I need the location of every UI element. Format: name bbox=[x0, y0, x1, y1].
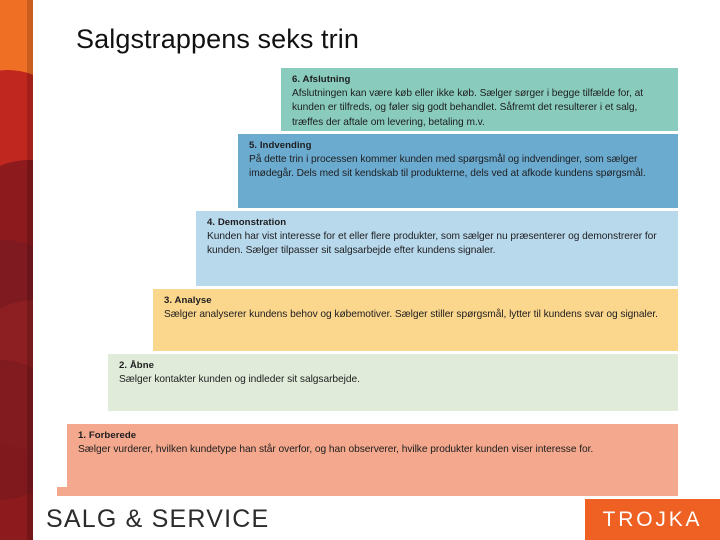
staircase-step-2: 2. Åbne Sælger kontakter kunden og indle… bbox=[108, 354, 678, 411]
series-title: SALG & SERVICE bbox=[46, 505, 270, 533]
step-4-title: 4. Demonstration bbox=[207, 217, 287, 228]
step-5-body: På dette trin i processen kommer kunden … bbox=[249, 153, 646, 180]
step-1-title: 1. Forberede bbox=[78, 430, 137, 441]
step-4-body: Kunden har vist interesse for et eller f… bbox=[207, 230, 657, 257]
step-2-body: Sælger kontakter kunden og indleder sit … bbox=[119, 373, 360, 385]
decorative-circle-5 bbox=[0, 360, 33, 500]
footer-accent-bar bbox=[57, 487, 678, 496]
staircase-step-3: 3. Analyse Sælger analyserer kundens beh… bbox=[153, 289, 678, 351]
step-3-title: 3. Analyse bbox=[164, 295, 212, 306]
step-1-body: Sælger vurderer, hvilken kundetype han s… bbox=[78, 443, 594, 455]
page-title: Salgstrappens seks trin bbox=[76, 24, 359, 54]
step-5-title: 5. Indvending bbox=[249, 140, 312, 151]
step-6-body: Afslutningen kan være køb eller ikke køb… bbox=[292, 87, 644, 128]
publisher-logo-text: TROJKA bbox=[602, 507, 703, 531]
band-shadow-edge bbox=[27, 0, 33, 540]
decorative-left-band bbox=[0, 0, 33, 540]
staircase-step-6: 6. Afslutning Afslutningen kan være køb … bbox=[281, 68, 678, 131]
staircase-step-4: 4. Demonstration Kunden har vist interes… bbox=[196, 211, 678, 286]
step-2-title: 2. Åbne bbox=[119, 360, 155, 371]
step-3-body: Sælger analyserer kundens behov og købem… bbox=[164, 308, 658, 320]
publisher-logo: TROJKA bbox=[585, 499, 720, 540]
step-6-title: 6. Afslutning bbox=[292, 74, 351, 85]
staircase-step-1: 1. Forberede Sælger vurderer, hvilken ku… bbox=[67, 424, 678, 487]
staircase-step-5: 5. Indvending På dette trin i processen … bbox=[238, 134, 678, 208]
